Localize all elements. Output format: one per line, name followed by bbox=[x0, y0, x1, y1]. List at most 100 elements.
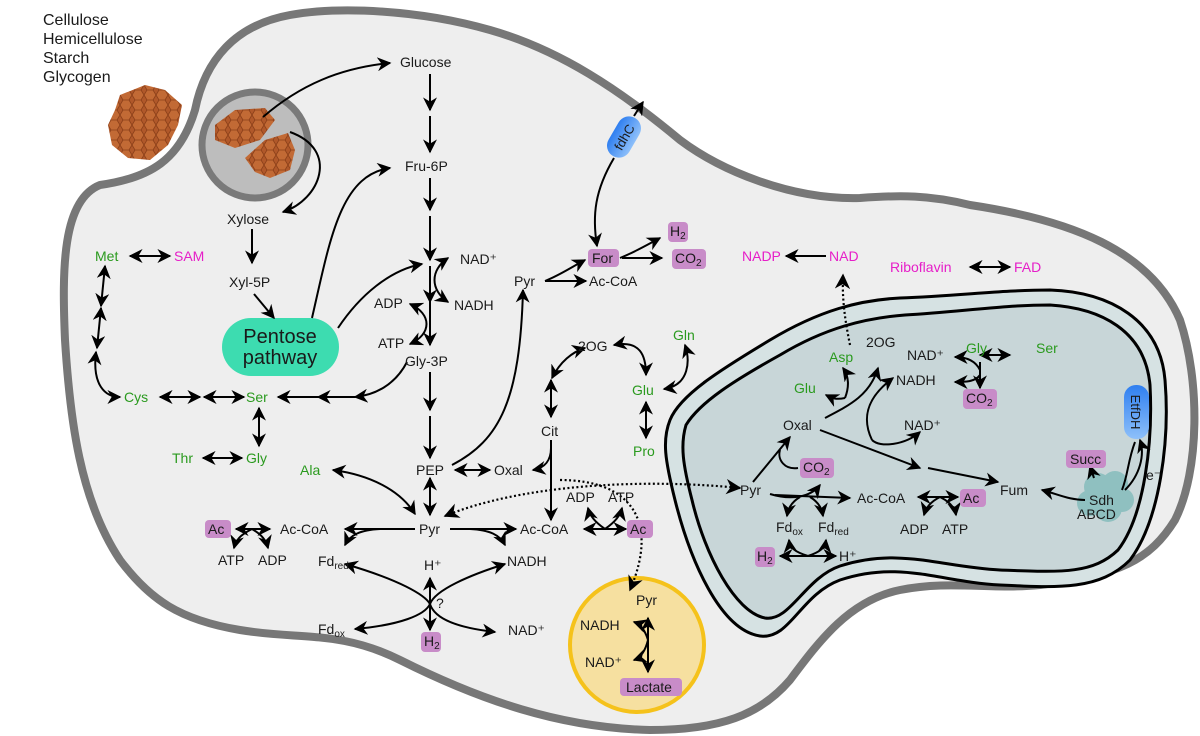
metabolite-acoa-left[interactable]: Ac-CoA bbox=[280, 521, 329, 537]
amino-acid-met[interactable]: Met bbox=[95, 248, 118, 264]
amino-acid-pro[interactable]: Pro bbox=[633, 443, 655, 459]
mito-metabolite-h-plus[interactable]: H⁺ bbox=[839, 548, 857, 564]
mito-metabolite-nad-plus-top[interactable]: NAD⁺ bbox=[907, 347, 944, 363]
metabolite-pyr-formate[interactable]: Pyr bbox=[514, 273, 535, 289]
metabolite-adp-right[interactable]: ADP bbox=[566, 489, 595, 505]
mito-metabolite-h2[interactable]: H2 bbox=[757, 548, 773, 567]
mito-amino-acid-ser[interactable]: Ser bbox=[1036, 340, 1058, 356]
pentose-pathway-line1: Pentose bbox=[243, 326, 316, 348]
mito-metabolite-fd-ox[interactable]: Fdox bbox=[776, 519, 803, 538]
metabolite-xylose[interactable]: Xylose bbox=[227, 211, 269, 227]
cofactor-riboflavin[interactable]: Riboflavin bbox=[890, 259, 951, 275]
amino-acid-gln[interactable]: Gln bbox=[673, 327, 695, 343]
mito-co2-pill bbox=[800, 458, 834, 478]
metabolite-fru6p[interactable]: Fru-6P bbox=[405, 158, 448, 174]
label-starch: Starch bbox=[43, 50, 89, 67]
metabolite-pyr[interactable]: Pyr bbox=[419, 521, 440, 537]
mito-metabolite-fum[interactable]: Fum bbox=[1000, 482, 1028, 498]
metabolite-pep[interactable]: PEP bbox=[416, 462, 444, 478]
metabolite-lactate[interactable]: Lactate bbox=[626, 679, 672, 695]
metabolite-h2[interactable]: H2 bbox=[424, 633, 440, 652]
cofactor-sam[interactable]: SAM bbox=[174, 248, 204, 264]
amino-acid-gly[interactable]: Gly bbox=[246, 450, 267, 466]
metabolite-fd-ox[interactable]: Fdox bbox=[318, 621, 345, 640]
ac-right-pill bbox=[627, 520, 653, 538]
metabolite-nadh[interactable]: NADH bbox=[454, 297, 494, 313]
mito-metabolite-acoa[interactable]: Ac-CoA bbox=[857, 490, 906, 506]
mito-amino-acid-glu[interactable]: Glu bbox=[794, 380, 816, 396]
label-cellulose: Cellulose bbox=[43, 12, 109, 29]
amino-acid-glu[interactable]: Glu bbox=[632, 382, 654, 398]
metabolite-glucose[interactable]: Glucose bbox=[400, 54, 452, 70]
etfdh-transporter bbox=[1124, 385, 1149, 439]
sdh-label-line1: Sdh bbox=[1089, 492, 1114, 508]
co2-formate-pill bbox=[672, 249, 706, 269]
metabolite-h-plus[interactable]: H⁺ bbox=[424, 557, 442, 573]
metabolite-for[interactable]: For bbox=[592, 250, 613, 266]
metabolite-nad-plus[interactable]: NAD⁺ bbox=[460, 251, 497, 267]
metabolite-nad-plus-hyd[interactable]: NAD⁺ bbox=[508, 622, 545, 638]
mito-metabolite-2og[interactable]: 2OG bbox=[866, 334, 896, 350]
mito-metabolite-fd-red[interactable]: Fdred bbox=[818, 519, 849, 538]
metabolite-xyl5p[interactable]: Xyl-5P bbox=[229, 274, 270, 290]
metabolite-ac-left[interactable]: Ac bbox=[208, 521, 224, 537]
cofactor-nadp[interactable]: NADP bbox=[742, 248, 781, 264]
mito-metabolite-adp[interactable]: ADP bbox=[900, 521, 929, 537]
ac-left-pill bbox=[205, 520, 231, 538]
cofactor-fad[interactable]: FAD bbox=[1014, 259, 1041, 275]
mito-amino-acid-asp[interactable]: Asp bbox=[829, 349, 853, 365]
metabolite-co2-formate[interactable]: CO2 bbox=[675, 250, 702, 269]
mito-succ-pill bbox=[1066, 450, 1106, 468]
for-pill bbox=[588, 249, 619, 267]
metabolite-acoa-right[interactable]: Ac-CoA bbox=[520, 521, 569, 537]
label-hemicellulose: Hemicellulose bbox=[43, 31, 143, 48]
mito-metabolite-oxal[interactable]: Oxal bbox=[783, 417, 812, 433]
etfdh-label: EtfDH bbox=[1128, 395, 1143, 430]
metabolite-adp-left[interactable]: ADP bbox=[258, 552, 287, 568]
cofactor-nad[interactable]: NAD bbox=[829, 248, 859, 264]
mito-metabolite-nadh[interactable]: NADH bbox=[896, 372, 936, 388]
pentose-pathway-line2: pathway bbox=[243, 347, 318, 369]
vacuole-granule-2 bbox=[245, 133, 295, 178]
metabolite-ac-right[interactable]: Ac bbox=[630, 521, 646, 537]
mito-ac-pill bbox=[960, 489, 986, 507]
metabolite-atp[interactable]: ATP bbox=[378, 335, 404, 351]
metabolite-gly3p[interactable]: Gly-3P bbox=[405, 353, 448, 369]
metabolite-nad-plus-vesicle[interactable]: NAD⁺ bbox=[585, 654, 622, 670]
vacuole-granule-1 bbox=[215, 108, 275, 148]
metabolite-nadh-vesicle[interactable]: NADH bbox=[580, 617, 620, 633]
metabolite-fd-red[interactable]: Fdred bbox=[318, 553, 349, 572]
metabolite-2og[interactable]: 2OG bbox=[578, 338, 608, 354]
label-glycogen: Glycogen bbox=[43, 69, 111, 86]
metabolite-atp-left[interactable]: ATP bbox=[218, 552, 244, 568]
mito-metabolite-atp[interactable]: ATP bbox=[942, 521, 968, 537]
unknown-enzyme-mark: ? bbox=[436, 595, 444, 611]
metabolite-nadh-hyd[interactable]: NADH bbox=[507, 553, 547, 569]
mito-metabolite-co2-gly[interactable]: CO2 bbox=[966, 390, 993, 409]
metabolite-pyr-vesicle[interactable]: Pyr bbox=[636, 592, 657, 608]
metabolite-h2-formate[interactable]: H2 bbox=[670, 223, 686, 242]
mito-metabolite-co2[interactable]: CO2 bbox=[803, 459, 830, 478]
metabolite-atp-right[interactable]: ATP bbox=[608, 489, 634, 505]
mito-metabolite-succ[interactable]: Succ bbox=[1070, 451, 1101, 467]
metabolite-cit[interactable]: Cit bbox=[541, 423, 558, 439]
amino-acid-ser[interactable]: Ser bbox=[246, 389, 268, 405]
sdh-label-line2: ABCD bbox=[1077, 506, 1116, 522]
mito-metabolite-pyr[interactable]: Pyr bbox=[740, 482, 761, 498]
lactate-pill bbox=[620, 678, 682, 696]
pentose-pathway-box[interactable] bbox=[222, 318, 339, 376]
mito-amino-acid-gly[interactable]: Gly bbox=[966, 340, 987, 356]
mito-h2-pill bbox=[755, 547, 775, 567]
metabolite-adp[interactable]: ADP bbox=[374, 295, 403, 311]
h2-pill bbox=[421, 632, 441, 652]
amino-acid-thr[interactable]: Thr bbox=[172, 450, 193, 466]
metabolite-acoa-formate[interactable]: Ac-CoA bbox=[589, 273, 638, 289]
amino-acid-ala[interactable]: Ala bbox=[300, 462, 320, 478]
amino-acid-cys[interactable]: Cys bbox=[124, 389, 148, 405]
metabolite-oxal[interactable]: Oxal bbox=[494, 462, 523, 478]
mito-metabolite-nad-plus-mid[interactable]: NAD⁺ bbox=[904, 417, 941, 433]
mito-metabolite-ac[interactable]: Ac bbox=[963, 490, 979, 506]
electron-label: e⁻ bbox=[1146, 467, 1161, 483]
pathway-arrows bbox=[87, 57, 1151, 674]
